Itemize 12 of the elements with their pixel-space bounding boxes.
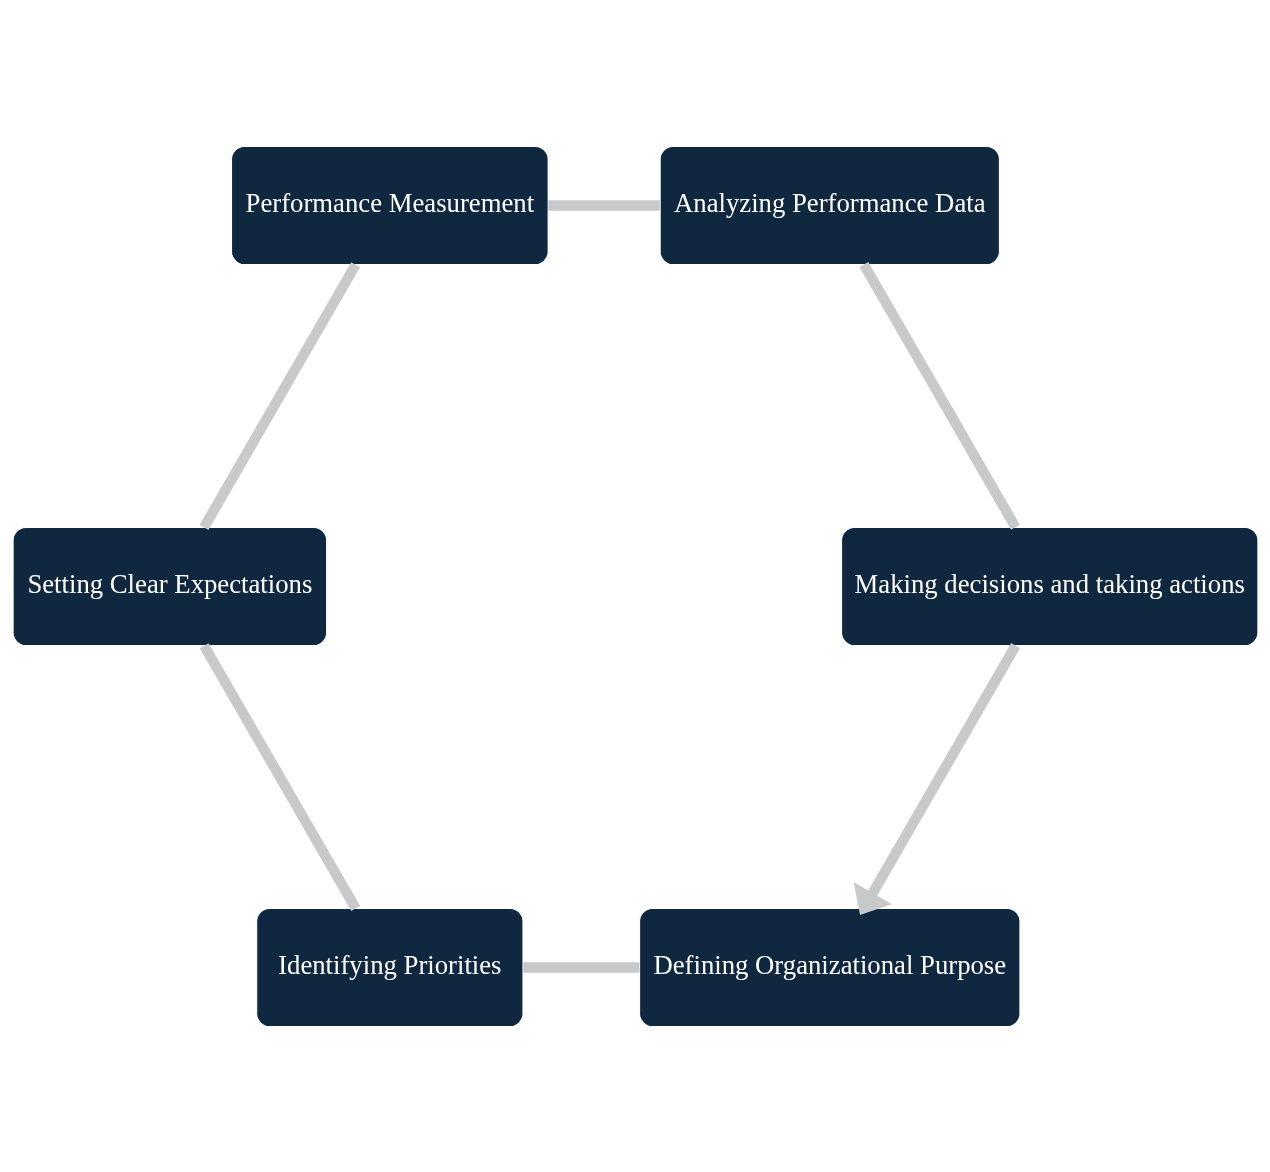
node-box: Setting Clear Expectations <box>12 526 327 646</box>
connector <box>522 961 639 973</box>
node-box: Analyzing Performance Data <box>659 145 1000 265</box>
node-box: Defining Organizational Purpose <box>638 907 1020 1027</box>
connector <box>858 261 1020 530</box>
connector <box>199 642 360 911</box>
node-box: Performance Measurement <box>230 145 549 265</box>
connector <box>547 199 660 211</box>
node-box: Making decisions and taking actions <box>840 526 1258 646</box>
arrow <box>853 642 1020 915</box>
connector <box>199 261 360 530</box>
node-box: Identifying Priorities <box>255 907 523 1027</box>
